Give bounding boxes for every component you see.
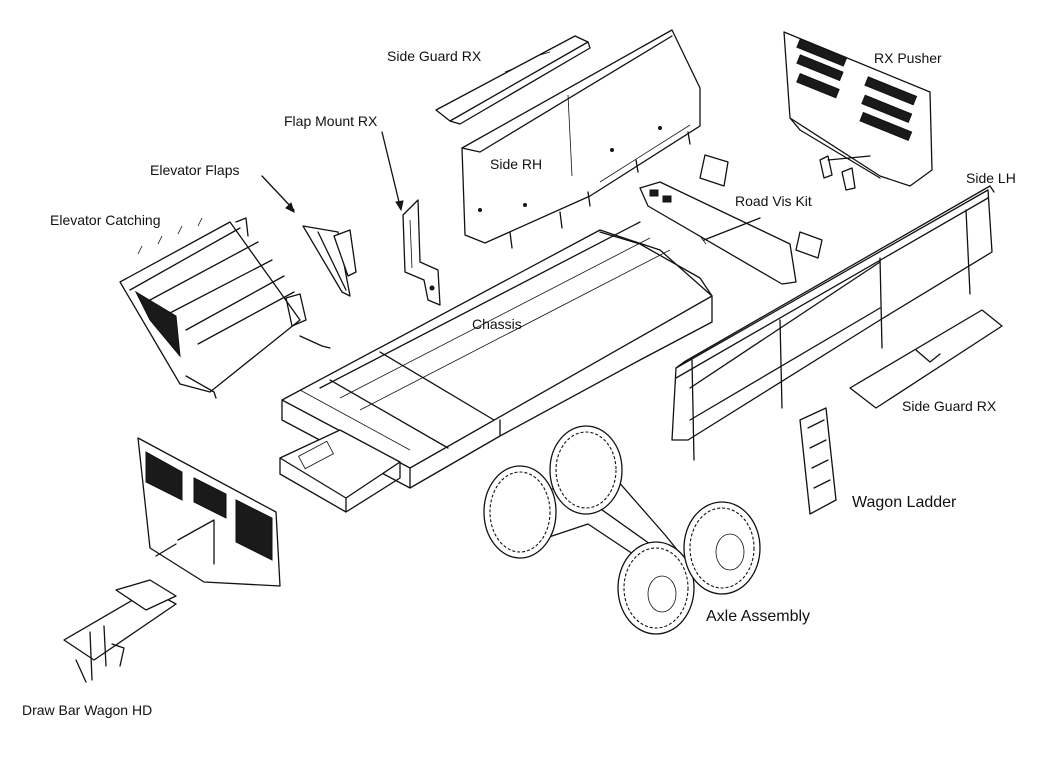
- road-vis-plate-upper: [699, 154, 729, 187]
- label-axle-assembly: Axle Assembly: [706, 608, 811, 625]
- flap-mount-rx-part: [402, 199, 441, 306]
- draw-bar-wagon-hd-part: [63, 579, 177, 683]
- label-road-vis-kit: Road Vis Kit: [735, 193, 812, 209]
- label-rx-pusher: RX Pusher: [874, 50, 942, 66]
- side-rh-part: [461, 29, 701, 249]
- elevator-flaps-part: [302, 225, 357, 297]
- label-side-guard-rx-top: Side Guard RX: [387, 48, 482, 64]
- side-lh-part: [671, 185, 995, 461]
- axle-assembly-part: [483, 425, 761, 635]
- wagon-ladder-part: [799, 407, 837, 515]
- label-side-guard-rx-right: Side Guard RX: [902, 398, 997, 414]
- label-side-lh: Side LH: [966, 170, 1016, 186]
- label-elevator-flaps: Elevator Flaps: [150, 162, 240, 178]
- label-wagon-ladder: Wagon Ladder: [852, 494, 957, 511]
- side-guard-rx-top-part: [435, 35, 591, 125]
- side-guard-rx-right-part: [849, 309, 1003, 409]
- road-vis-plate-lower: [795, 231, 823, 259]
- label-flap-mount-rx: Flap Mount RX: [284, 113, 378, 129]
- label-draw-bar-wagon-hd: Draw Bar Wagon HD: [22, 702, 153, 718]
- elevator-catching-part: [119, 217, 331, 399]
- leader-arrows: [261, 131, 404, 213]
- draw-bar-front-plate: [137, 437, 281, 587]
- label-side-rh: Side RH: [490, 156, 543, 172]
- label-chassis: Chassis: [472, 316, 522, 332]
- rx-pusher-part: [783, 31, 933, 191]
- label-elevator-catching: Elevator Catching: [50, 212, 161, 228]
- chassis-part: [279, 221, 713, 513]
- road-vis-kit-part: [639, 181, 797, 285]
